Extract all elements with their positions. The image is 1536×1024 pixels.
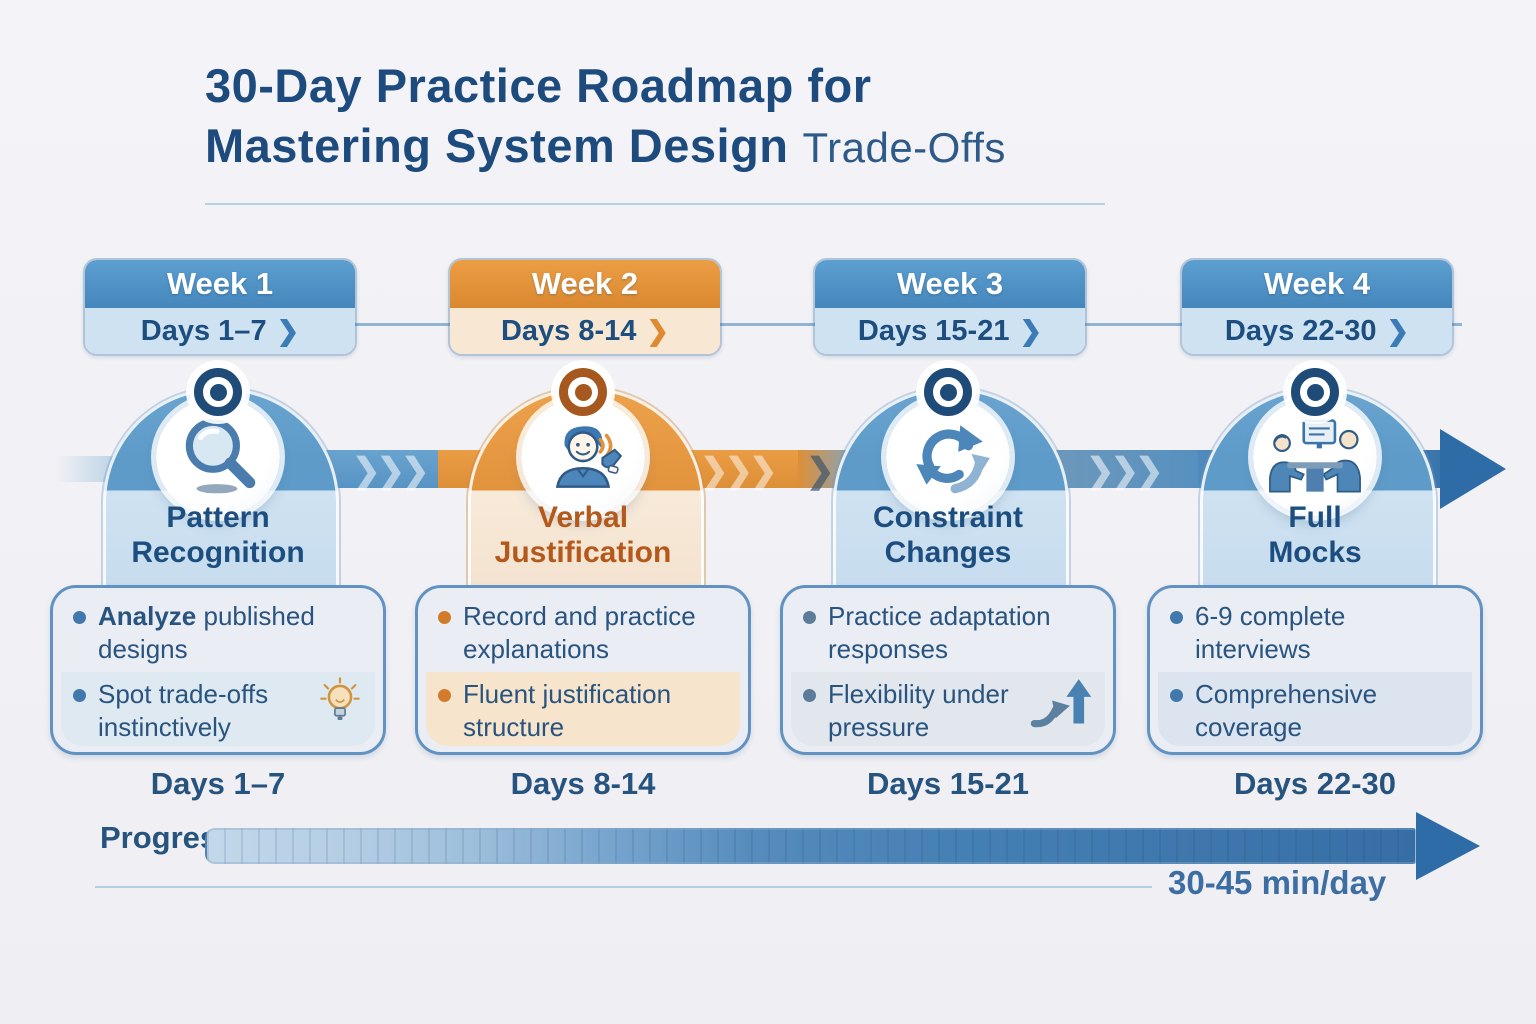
bullet-item: Practice adaptation responses [791,600,1105,670]
cycle-arrows-icon [916,425,990,494]
bullet-item: Comprehensive coverage [1158,672,1472,746]
days-label: Days 8-14 [500,314,637,347]
week-3-header: Week 3 Days 15-21 ❯ [813,258,1087,356]
chevrons-icon: ❯❯❯ [700,452,777,490]
bullet-rest: Record and practice explanations [463,601,696,664]
bullet-item: Analyze published designs [61,600,375,670]
category-title: Constraint Changes [873,501,1023,570]
week-4-header: Week 4 Days 22-30 ❯ [1180,258,1454,356]
category-title: Pattern Recognition [131,501,305,570]
bullet-text: Analyze published designs [98,600,356,670]
days-label: Days 22-30 [1224,314,1377,347]
week-4-header-top: Week 4 [1182,260,1452,308]
milestone-bullseye-icon [1287,364,1343,420]
bullet-item: 6-9 complete interviews [1158,600,1472,670]
speaking-person-icon [555,426,623,488]
day-range-footer: Days 15-21 [866,766,1029,801]
bullet-rest: Comprehensive coverage [1195,679,1378,742]
chevron-right-icon: ❯ [1386,315,1410,346]
bullet-dot [438,611,451,624]
week-2-header-days: Days 8-14 ❯ [450,308,720,354]
bullet-strong: Analyze [98,601,197,631]
bullet-dot [1170,689,1183,702]
days-label: Days 1–7 [140,314,267,347]
title-suffix: Trade-Offs [802,124,1006,172]
progress-arrowhead-icon [1416,812,1480,880]
lightbulb-icon [317,675,363,736]
chevron-right-icon: ❯ [276,315,300,346]
bullet-text: Flexibility under pressure [828,678,1086,743]
title-line-2-strong: Mastering System Design [205,119,789,173]
bullet-dot [438,689,451,702]
week-1-header-days: Days 1–7 ❯ [85,308,355,354]
week-2-header-top: Week 2 [450,260,720,308]
bullet-item: Spot trade-offs instinctively [61,672,375,746]
week-2-detail-box: Record and practice explanations Fluent … [415,585,751,755]
page-title: 30-Day Practice Roadmap for Mastering Sy… [205,56,1006,176]
week-column-4: Week 4 Days 22-30 ❯ Full Moc [1147,0,1483,1024]
bullet-item: Flexibility under pressure [791,672,1105,746]
bullet-rest: Fluent justification structure [463,679,672,742]
bullet-rest: Practice adaptation responses [828,601,1051,664]
bullet-item: Record and practice explanations [426,600,740,670]
bullet-item: Fluent justification structure [426,672,740,746]
milestone-bullseye-icon [920,364,976,420]
bullet-text: Fluent justification structure [463,678,721,743]
week-column-2: Week 2 Days 8-14 ❯ Verbal Justificati [415,0,751,1024]
interview-icon [1269,419,1361,493]
category-title: Verbal Justification [494,501,672,570]
week-label: Week 2 [531,266,639,301]
bullet-text: Practice adaptation responses [828,600,1086,670]
week-connector-line [90,323,1462,326]
week-2-header: Week 2 Days 8-14 ❯ [448,258,722,356]
bottom-divider [95,886,1152,888]
category-title: Full Mocks [1268,501,1362,570]
day-range-footer: Days 8-14 [510,766,656,801]
day-range-footer: Days 22-30 [1233,766,1396,801]
day-range-footer: Days 1–7 [150,766,286,801]
chevron-right-icon: ❯ [1019,315,1043,346]
growth-arrow-icon [1029,677,1093,736]
week-4-header-days: Days 22-30 ❯ [1182,308,1452,354]
bullet-dot [1170,611,1183,624]
week-4-detail-box: 6-9 complete interviews Comprehensive co… [1147,585,1483,755]
milestone-bullseye-icon [555,364,611,420]
week-label: Week 4 [1263,266,1371,301]
bullet-rest: published designs [98,601,315,664]
progress-bar [205,828,1417,864]
week-3-header-days: Days 15-21 ❯ [815,308,1085,354]
milestone-bullseye-icon [190,364,246,420]
bullet-text: 6-9 complete interviews [1195,600,1453,670]
title-line-2: Mastering System Design Trade-Offs [205,116,1006,176]
title-line-1: 30-Day Practice Roadmap for [205,59,872,112]
bullet-dot [73,689,86,702]
bullet-rest: Spot trade-offs instinctively [98,679,269,742]
week-3-header-top: Week 3 [815,260,1085,308]
bullet-dot [803,689,816,702]
week-3-detail-box: Practice adaptation responses Flexibilit… [780,585,1116,755]
bullet-text: Record and practice explanations [463,600,721,670]
daily-time-note: 30-45 min/day [1168,864,1387,901]
timeline-arrowhead-icon [1440,429,1506,509]
week-label: Week 3 [896,266,1004,301]
bullet-text: Comprehensive coverage [1195,678,1453,743]
week-column-3: Week 3 Days 15-21 ❯ Constraint Changes P… [780,0,1116,1024]
chevrons-icon: ❯❯❯ [1086,452,1163,490]
bullet-text: Spot trade-offs instinctively [98,678,356,743]
bullet-rest: Flexibility under pressure [828,679,1009,742]
title-divider [205,203,1105,205]
bullet-dot [73,611,86,624]
week-1-header: Week 1 Days 1–7 ❯ [83,258,357,356]
bullet-rest: 6-9 complete interviews [1195,601,1346,664]
days-label: Days 15-21 [857,314,1010,347]
week-1-header-top: Week 1 [85,260,355,308]
bullet-dot [803,611,816,624]
magnifier-icon [185,418,256,494]
chevrons-icon: ❯❯❯ [352,452,429,490]
week-column-1: Week 1 Days 1–7 ❯ Pattern Recognition An… [50,0,386,1024]
chevron-right-icon: ❯ [646,315,670,346]
chevron-icon: ❯ [806,452,834,490]
week-1-detail-box: Analyze published designs Spot trade-off… [50,585,386,755]
week-label: Week 1 [166,266,274,301]
